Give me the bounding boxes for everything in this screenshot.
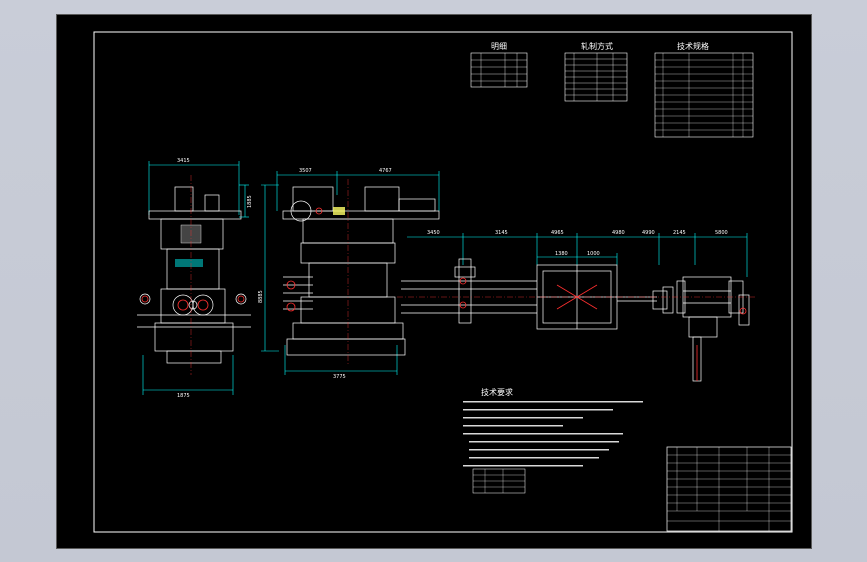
dim-label: 3145 (495, 230, 508, 236)
dim-label: 1000 (587, 251, 600, 257)
front-left-width: 3507 (299, 168, 312, 174)
tech-spec-table: 技术规格 (654, 41, 754, 138)
side-top-width: 3415 (177, 158, 190, 164)
dim-label: 5800 (715, 230, 728, 236)
parts-table-title: 明细 (491, 41, 507, 51)
dim-label: 1380 (555, 251, 568, 257)
side-view: 3415 1885 1875 (137, 158, 253, 399)
line-dimension-labels: 3450 3145 4965 1380 4980 1000 4990 2145 … (427, 230, 728, 257)
drawing-frame (93, 31, 793, 533)
title-block (666, 446, 792, 532)
dim-label: 2145 (673, 230, 686, 236)
drawing-sheet: 明细 轧制方式 (56, 14, 812, 549)
rolling-method-table: 轧制方式 (564, 41, 628, 102)
side-height: 1885 (247, 195, 253, 208)
rolling-method-title: 轧制方式 (581, 41, 613, 51)
front-base-width: 3775 (333, 374, 346, 380)
tech-requirements: 技术要求 (463, 387, 643, 494)
dim-label: 3450 (427, 230, 440, 236)
dim-label: 4990 (642, 230, 655, 236)
side-bottom-width: 1875 (177, 393, 190, 399)
drawing-canvas: 明细 轧制方式 (93, 31, 793, 533)
front-total-height: 8885 (258, 290, 264, 303)
parts-table: 明细 (470, 41, 528, 88)
dim-label: 4965 (551, 230, 564, 236)
front-right-width: 4767 (379, 168, 392, 174)
tech-req-title: 技术要求 (481, 387, 513, 397)
front-view: 3507 4767 8885 3775 (258, 168, 440, 380)
dim-label: 4980 (612, 230, 625, 236)
tech-spec-title: 技术规格 (677, 41, 709, 51)
drive-line-view: 3450 3145 4965 1380 4980 1000 4990 2145 … (397, 230, 757, 382)
